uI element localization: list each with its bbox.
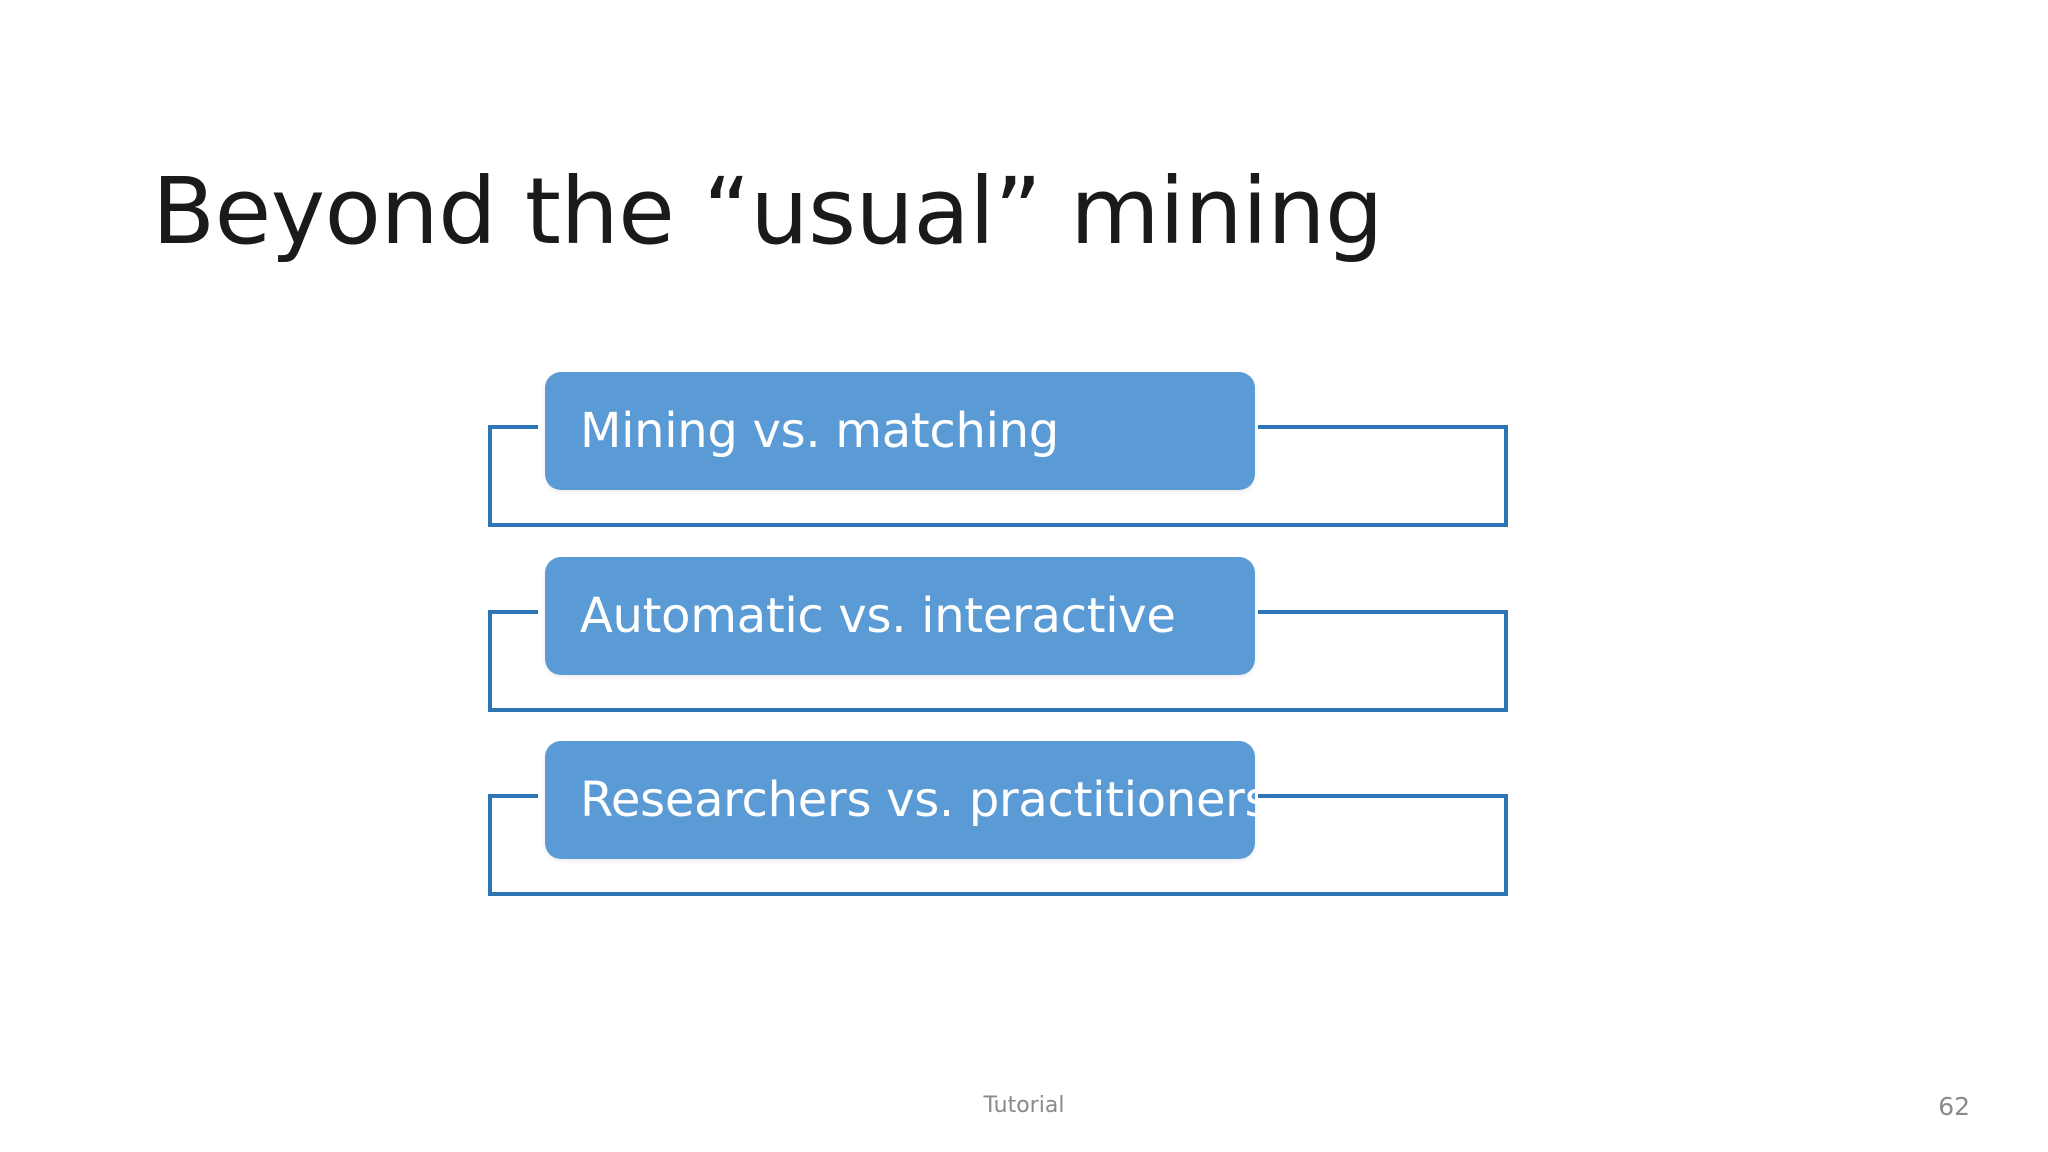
diagram-row-1: Mining vs. matching [0,362,2048,577]
footer-note: Tutorial [983,1093,1065,1118]
page-title: Beyond the “usual” mining [152,157,1383,265]
diagram-pill-label-1: Mining vs. matching [580,403,1059,459]
diagram-pill-1[interactable]: Mining vs. matching [545,372,1255,490]
diagram-pill-2[interactable]: Automatic vs. interactive [545,557,1255,675]
diagram-pill-label-2: Automatic vs. interactive [580,588,1176,644]
diagram-pill-label-3: Researchers vs. practitioners [580,772,1270,828]
page-number: 62 [1938,1092,1970,1121]
diagram-pill-3[interactable]: Researchers vs. practitioners [545,741,1270,859]
diagram-row-2: Automatic vs. interactive [0,547,2048,762]
diagram-row-3: Researchers vs. practitioners [0,731,2048,946]
